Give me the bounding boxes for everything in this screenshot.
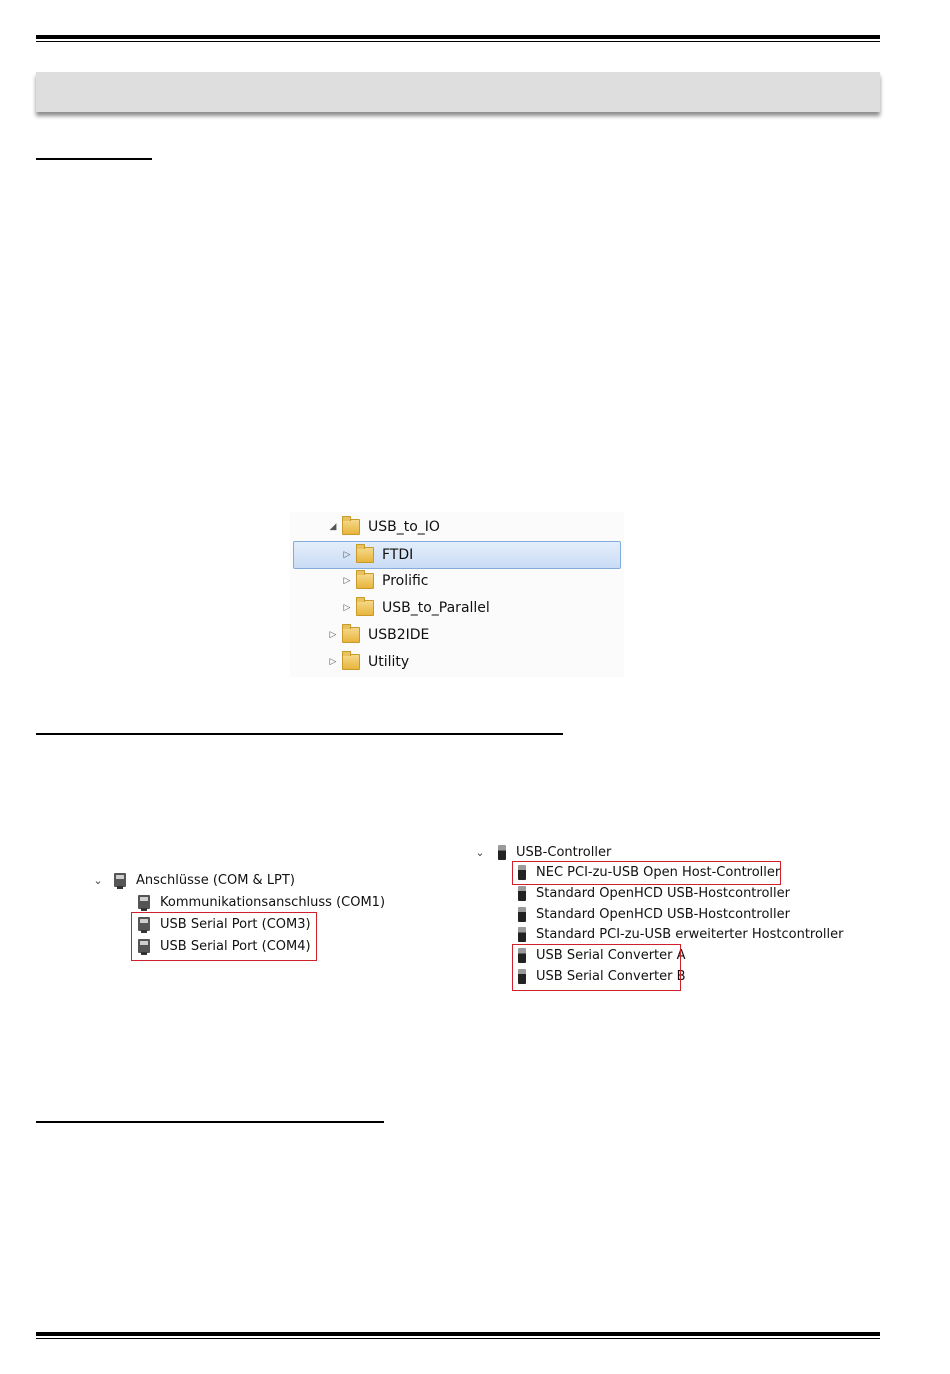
collapsed-arrow-icon[interactable]: ▷ — [329, 630, 337, 640]
device-label: NEC PCI-zu-USB Open Host-Controller — [536, 864, 781, 880]
device-item-com3[interactable]: USB Serial Port (COM3) — [138, 914, 311, 934]
highlight-box-com-ports — [131, 912, 317, 961]
device-label: USB Serial Converter A — [536, 947, 686, 963]
port-icon — [138, 939, 150, 955]
usb-device-item[interactable]: NEC PCI-zu-USB Open Host-Controller — [516, 862, 780, 882]
tree-item-label: USB2IDE — [368, 627, 430, 643]
usb-category[interactable]: ⌄ USB-Controller — [474, 842, 611, 862]
collapsed-arrow-icon[interactable]: ▷ — [343, 576, 351, 586]
ports-category[interactable]: ⌄ Anschlüsse (COM & LPT) — [92, 870, 295, 890]
tree-item-usb-to-parallel[interactable]: ▷ USB_to_Parallel — [342, 595, 618, 621]
usb-device-item[interactable]: USB Serial Converter A — [516, 945, 686, 965]
usb-icon — [518, 885, 526, 901]
device-label: USB Serial Port (COM4) — [160, 938, 311, 954]
folder-icon — [356, 597, 374, 616]
tree-item-usb2ide[interactable]: ▷ USB2IDE — [328, 622, 618, 648]
port-icon — [138, 895, 150, 911]
tree-item-label: Utility — [368, 654, 410, 670]
heading-underline-3 — [36, 1121, 384, 1123]
tree-item-label: USB_to_IO — [368, 519, 440, 535]
highlight-box-serial-converters — [512, 944, 681, 991]
tree-item-label: FTDI — [382, 547, 414, 563]
expanded-arrow-icon[interactable]: ◢ — [329, 522, 337, 532]
tree-item-label: Prolific — [382, 573, 429, 589]
chevron-down-icon[interactable]: ⌄ — [475, 845, 485, 859]
usb-device-item[interactable]: Standard OpenHCD USB-Hostcontroller — [516, 904, 790, 924]
section-title-bar — [36, 72, 880, 112]
tree-item-label: USB_to_Parallel — [382, 600, 490, 616]
tree-item-usb-to-io[interactable]: ◢ USB_to_IO — [328, 514, 618, 540]
heading-underline-1 — [36, 158, 152, 160]
device-label: Kommunikationsanschluss (COM1) — [160, 894, 386, 910]
highlight-box-nec-controller — [512, 861, 781, 885]
usb-icon — [518, 968, 526, 984]
folder-icon — [342, 651, 360, 670]
collapsed-arrow-icon[interactable]: ▷ — [343, 550, 351, 560]
chevron-down-icon[interactable]: ⌄ — [93, 873, 103, 887]
device-label: Standard OpenHCD USB-Hostcontroller — [536, 906, 790, 922]
tree-item-prolific[interactable]: ▷ Prolific — [342, 568, 618, 594]
usb-icon — [498, 844, 506, 860]
usb-device-item[interactable]: USB Serial Converter B — [516, 966, 686, 986]
device-item-com4[interactable]: USB Serial Port (COM4) — [138, 936, 311, 956]
usb-icon — [518, 864, 526, 880]
usb-icon — [518, 926, 526, 942]
folder-icon — [342, 624, 360, 643]
usb-icon — [518, 906, 526, 922]
explorer-folder-tree: ◢ USB_to_IO ▷ FTDI ▷ Prolific ▷ USB_to_P… — [290, 512, 624, 677]
usb-device-item[interactable]: Standard PCI-zu-USB erweiterter Hostcont… — [516, 924, 844, 944]
usb-icon — [518, 947, 526, 963]
port-icon — [114, 873, 126, 889]
device-label: Standard PCI-zu-USB erweiterter Hostcont… — [536, 926, 844, 942]
top-rule — [36, 35, 880, 39]
device-item-com1[interactable]: Kommunikationsanschluss (COM1) — [138, 892, 385, 912]
bottom-rule-thin — [36, 1338, 880, 1339]
bottom-rule — [36, 1332, 880, 1336]
folder-icon — [356, 544, 374, 563]
top-rule-thin — [36, 41, 880, 42]
tree-item-utility[interactable]: ▷ Utility — [328, 649, 618, 675]
heading-underline-2 — [36, 733, 563, 735]
tree-item-ftdi[interactable]: ▷ FTDI — [293, 541, 621, 569]
usb-device-item[interactable]: Standard OpenHCD USB-Hostcontroller — [516, 883, 790, 903]
collapsed-arrow-icon[interactable]: ▷ — [329, 657, 337, 667]
folder-icon — [356, 570, 374, 589]
device-label: USB Serial Port (COM3) — [160, 916, 311, 932]
collapsed-arrow-icon[interactable]: ▷ — [343, 603, 351, 613]
device-label: Standard OpenHCD USB-Hostcontroller — [536, 885, 790, 901]
port-icon — [138, 917, 150, 933]
folder-icon — [342, 516, 360, 535]
category-label: USB-Controller — [516, 844, 612, 860]
category-label: Anschlüsse (COM & LPT) — [136, 872, 295, 888]
device-label: USB Serial Converter B — [536, 968, 686, 984]
